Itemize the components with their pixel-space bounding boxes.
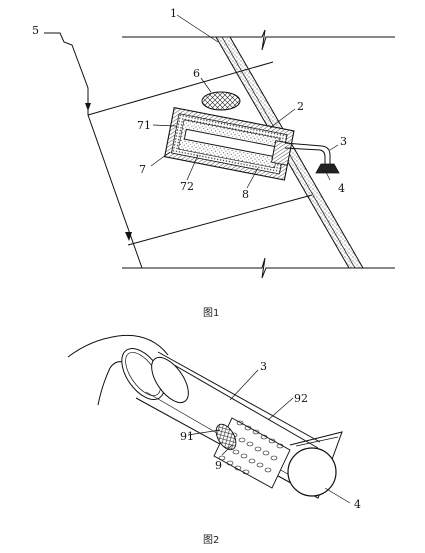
leader-lines-fig1: [150, 14, 339, 189]
label-8: 8: [242, 188, 249, 201]
leader-lines-fig2: [187, 369, 351, 504]
label-7: 7: [139, 163, 146, 176]
cross-hatched-disk: [201, 91, 241, 111]
label-5: 5: [32, 24, 39, 37]
label-91: 91: [180, 430, 194, 443]
label-4b: 4: [354, 498, 361, 511]
transparent-pipe: [135, 351, 321, 489]
bottom-ground-line: [122, 257, 395, 279]
borehole-upper-boundary: [87, 61, 274, 116]
label-2: 2: [297, 100, 304, 113]
coil-core: [213, 417, 291, 489]
label-72: 72: [180, 180, 194, 193]
label-92: 92: [294, 392, 308, 405]
label-6: 6: [193, 67, 200, 80]
borehole-lower-boundary: [127, 194, 313, 246]
label-3: 3: [340, 135, 347, 148]
end-cap: [287, 431, 343, 499]
arrow-down-icon: [85, 103, 91, 111]
label-1: 1: [170, 7, 177, 20]
top-ground-line: [122, 29, 395, 51]
figure-2: 3 92 91 9 4 图2: [67, 334, 361, 546]
arrow-down-icon: [125, 232, 132, 241]
borehole-left-boundary: [87, 114, 143, 269]
label-3b: 3: [260, 360, 267, 373]
pull-line: [44, 32, 89, 115]
label-9: 9: [215, 459, 222, 472]
mesh-cap-icon: [215, 423, 237, 451]
figure-1: 1 2 3 4 5 6 7 71 72 8 图1: [32, 7, 395, 319]
figure-2-caption: 图2: [203, 534, 219, 546]
embedded-block: [164, 106, 295, 181]
figure-1-caption: 图1: [203, 307, 219, 319]
label-71: 71: [137, 119, 151, 132]
elbow-pipe: [67, 334, 169, 406]
pipe-outlet: [284, 142, 331, 164]
label-4: 4: [338, 182, 345, 195]
nozzle-icon: [315, 163, 340, 174]
